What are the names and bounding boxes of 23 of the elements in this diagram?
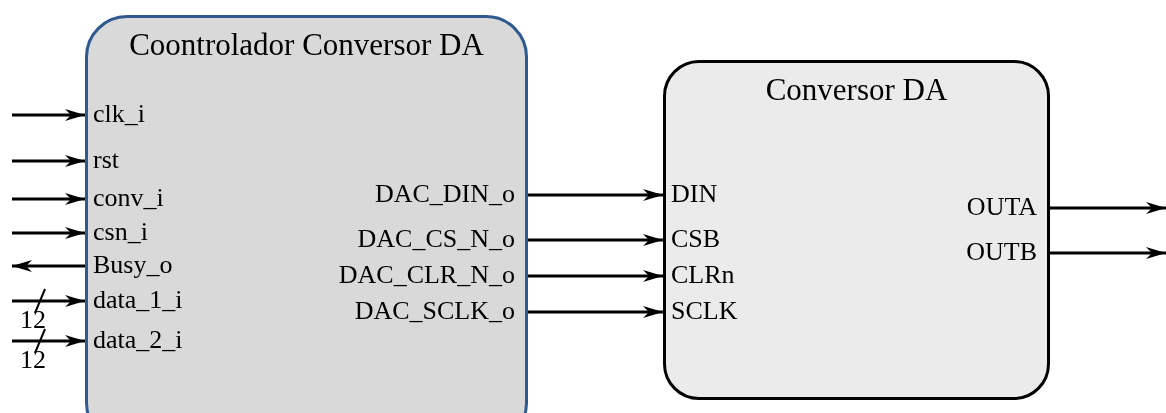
port-label: DAC_DIN_o xyxy=(374,180,515,208)
controller-block xyxy=(85,15,528,413)
port-label: SCLK xyxy=(671,297,738,325)
port-label: DIN xyxy=(671,180,718,208)
port-label: csn_i xyxy=(93,218,148,246)
port-label: OUTA xyxy=(966,193,1037,221)
port-label: rst xyxy=(93,146,119,174)
port-label: CSB xyxy=(671,225,721,253)
block-title: Conversor DA xyxy=(764,73,949,107)
edge-label: 12 xyxy=(20,307,46,333)
port-label: DAC_CS_N_o xyxy=(357,225,515,253)
port-label: data_1_i xyxy=(93,286,183,314)
port-label: OUTB xyxy=(966,238,1037,266)
port-label: DAC_CLR_N_o xyxy=(338,261,515,289)
port-label: clk_i xyxy=(93,100,145,128)
converter-block xyxy=(663,60,1050,400)
edge-label: 12 xyxy=(20,347,46,373)
block-title: Coontrolador Conversor DA xyxy=(128,28,485,62)
port-label: conv_i xyxy=(93,184,164,212)
port-label: data_2_i xyxy=(93,326,183,354)
port-label: CLRn xyxy=(671,261,735,289)
port-label: Busy_o xyxy=(93,251,173,279)
port-label: DAC_SCLK_o xyxy=(354,297,515,325)
